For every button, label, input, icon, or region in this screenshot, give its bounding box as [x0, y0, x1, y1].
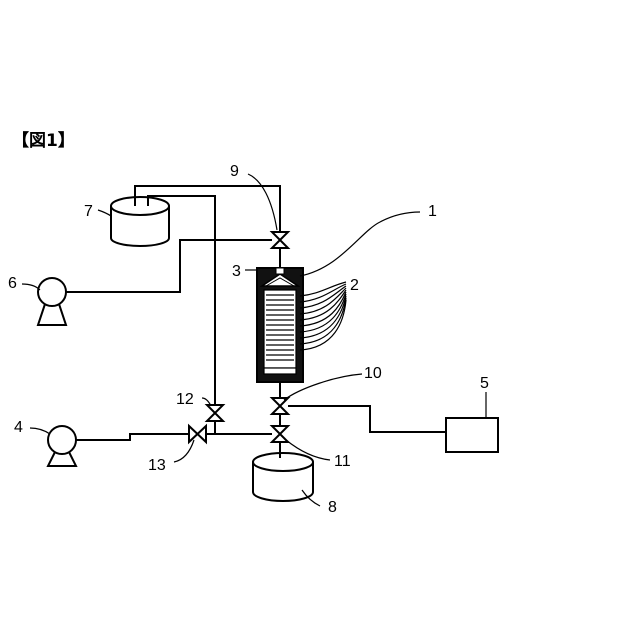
valve-10 — [272, 398, 288, 414]
label-9: 9 — [230, 163, 239, 180]
label-2: 2 — [350, 277, 359, 294]
pipe-pump4-to-valve13 — [76, 434, 189, 440]
label-3: 3 — [232, 263, 241, 280]
label-12: 12 — [176, 391, 194, 408]
label-5: 5 — [480, 375, 489, 392]
leader-4 — [30, 428, 50, 434]
device-5 — [446, 418, 498, 452]
label-7: 7 — [84, 203, 93, 220]
leader-1 — [300, 212, 420, 276]
leader-7 — [98, 210, 111, 216]
pipe-tank7-to-valve9 — [135, 186, 280, 232]
leader-13 — [174, 440, 194, 462]
tank-7 — [111, 197, 169, 246]
valve-9 — [272, 232, 288, 248]
valve-12 — [207, 405, 223, 421]
valve-13 — [189, 426, 206, 442]
pipe-pump6-to-valve9 — [66, 240, 272, 292]
pipe-valve10-to-device5 — [288, 406, 446, 432]
label-13: 13 — [148, 457, 166, 474]
leader-2 — [300, 282, 346, 350]
label-6: 6 — [8, 275, 17, 292]
label-4: 4 — [14, 419, 23, 436]
label-8: 8 — [328, 499, 337, 516]
pipe-tank7-to-valve12 — [148, 196, 215, 405]
pump-6 — [38, 278, 66, 325]
pump-4 — [48, 426, 76, 466]
tank-8 — [253, 453, 313, 501]
label-11: 11 — [334, 453, 351, 470]
column-3 — [257, 268, 303, 382]
label-10: 10 — [364, 365, 382, 382]
valve-11 — [272, 426, 288, 442]
leader-9 — [248, 174, 277, 230]
label-1: 1 — [428, 203, 437, 220]
